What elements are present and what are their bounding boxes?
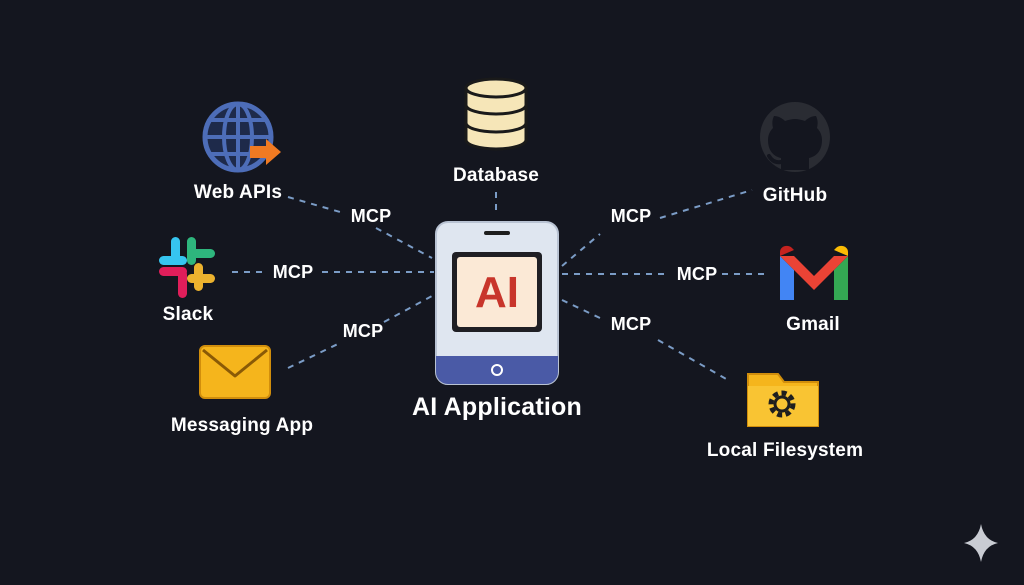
envelope-icon bbox=[199, 345, 271, 399]
gmail-icon bbox=[780, 245, 848, 300]
mcp-label-messaging-app: MCP bbox=[342, 321, 384, 341]
database-icon bbox=[464, 77, 528, 151]
sparkle-icon bbox=[964, 524, 998, 562]
connector-web-apis-b bbox=[375, 227, 433, 259]
mcp-label-gmail: MCP bbox=[676, 264, 718, 284]
connector-web-apis-a bbox=[287, 196, 341, 213]
connector-messaging-b bbox=[383, 295, 433, 323]
github-icon bbox=[760, 102, 830, 172]
ai-screen-text: AI bbox=[475, 268, 519, 317]
connector-lines bbox=[232, 189, 764, 381]
ai-application-label: AI Application bbox=[412, 393, 582, 421]
mcp-label-slack: MCP bbox=[272, 262, 314, 282]
globe-arrow-icon bbox=[202, 101, 281, 173]
messaging-app-label: Messaging App bbox=[170, 415, 314, 436]
connector-github-b bbox=[659, 189, 753, 219]
slack-label: Slack bbox=[162, 304, 214, 325]
mcp-label-github: MCP bbox=[610, 206, 652, 226]
folder-gear-icon bbox=[747, 373, 819, 427]
connector-filesystem-a bbox=[561, 299, 601, 319]
github-label: GitHub bbox=[762, 185, 828, 206]
ai-device: AI bbox=[435, 221, 559, 385]
gmail-label: Gmail bbox=[786, 314, 840, 335]
database-label: Database bbox=[452, 165, 540, 186]
mcp-label-local-filesystem: MCP bbox=[610, 314, 652, 334]
web-apis-label: Web APIs bbox=[193, 182, 283, 203]
slack-icon bbox=[159, 237, 215, 298]
connector-filesystem-b bbox=[657, 339, 729, 381]
local-filesystem-label: Local Filesystem bbox=[706, 440, 864, 461]
connector-github-a bbox=[561, 233, 601, 267]
connector-messaging-a bbox=[287, 341, 343, 369]
mcp-label-web-apis: MCP bbox=[350, 206, 392, 226]
